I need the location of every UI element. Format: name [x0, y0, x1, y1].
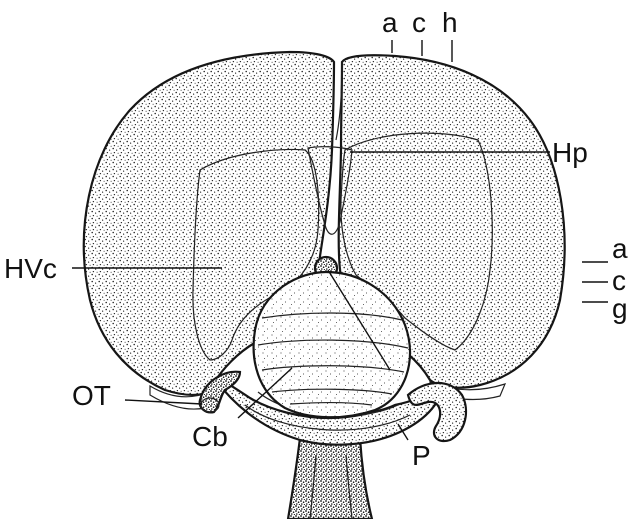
label-hvc: HVc [4, 253, 57, 284]
label-top-a: a [382, 7, 398, 38]
label-p: P [412, 440, 431, 471]
label-right-c: c [612, 265, 626, 296]
label-hp: Hp [552, 137, 588, 168]
label-cb: Cb [192, 421, 228, 452]
label-ot: OT [72, 380, 111, 411]
brainstem [288, 438, 372, 519]
label-top-h: h [442, 7, 458, 38]
label-right-g: g [612, 293, 628, 324]
label-top-c: c [412, 7, 426, 38]
label-right-a: a [612, 233, 628, 264]
